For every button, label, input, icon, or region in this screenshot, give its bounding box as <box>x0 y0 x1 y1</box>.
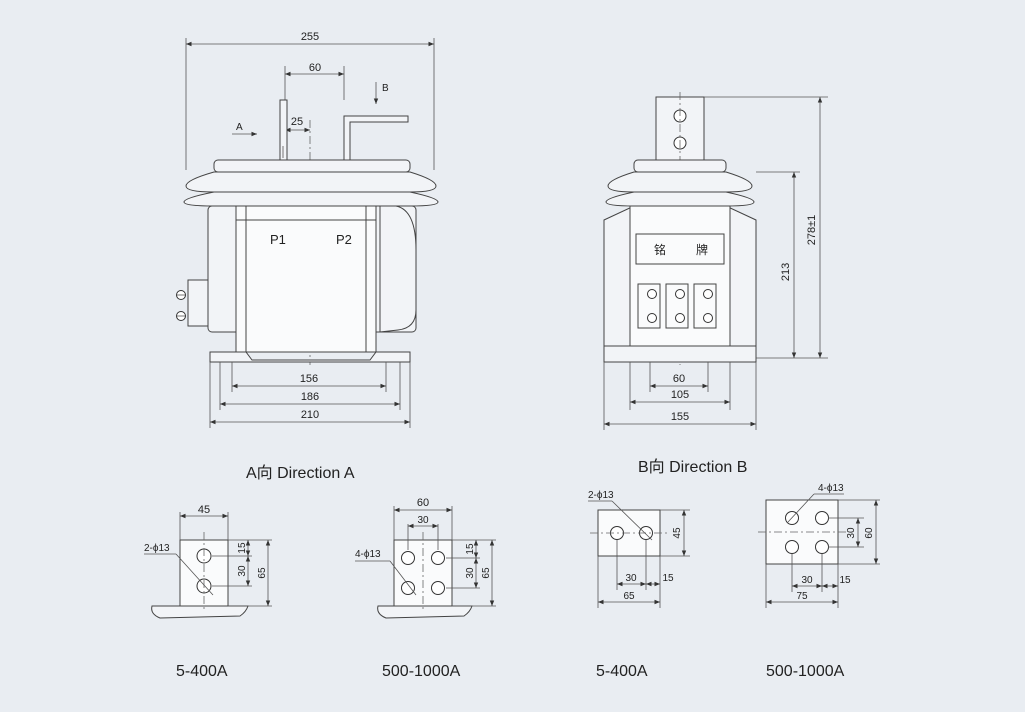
detail-a-500-1000a: 60 30 15 30 65 4-ϕ13 <box>355 497 496 619</box>
detail-label-1: 5-400A <box>176 663 228 680</box>
d2-dim-15: 15 <box>465 543 476 555</box>
d4-dim-75: 75 <box>796 591 808 602</box>
d4-dim-30-vert: 30 <box>846 527 857 539</box>
d2-dim-65: 65 <box>481 567 492 579</box>
d2-dim-30-top: 30 <box>417 515 429 526</box>
caption-direction-a: A向 Direction A <box>246 464 355 482</box>
terminal-label-p1: P1 <box>270 232 286 247</box>
d1-hole-note: 2-ϕ13 <box>144 543 170 554</box>
dim-mount-inner: 156 <box>300 373 318 385</box>
d3-hole-note: 2-ϕ13 <box>588 490 614 501</box>
d4-dim-30: 30 <box>801 575 813 586</box>
d1-dim-65: 65 <box>257 567 268 579</box>
d3-dim-45: 45 <box>672 527 683 539</box>
dim-offset: 25 <box>291 116 303 128</box>
dim-side-mount-outer: 105 <box>671 389 689 401</box>
nameplate-char-2: 牌 <box>696 243 708 257</box>
view-marker-b: B <box>382 83 389 94</box>
dim-side-base-width: 155 <box>671 411 689 423</box>
detail-a-5-400a: 45 15 30 65 2-ϕ13 <box>144 504 272 619</box>
dim-mount-outer: 186 <box>301 391 319 403</box>
dim-side-mount-inner: 60 <box>673 373 685 385</box>
d4-dim-15: 15 <box>839 575 851 586</box>
detail-label-2: 500-1000A <box>382 663 461 680</box>
dim-total-height: 278±1 <box>806 215 818 246</box>
caption-direction-b: B向 Direction B <box>638 458 747 476</box>
view-marker-a: A <box>236 122 243 133</box>
side-view: 铭 牌 213 278±1 60 105 155 <box>603 92 828 430</box>
terminal-label-p2: P2 <box>336 232 352 247</box>
detail-label-3: 5-400A <box>596 663 648 680</box>
detail-label-4: 500-1000A <box>766 663 845 680</box>
dim-base-width: 210 <box>301 409 319 421</box>
nameplate-char-1: 铭 <box>654 242 666 257</box>
d2-dim-60: 60 <box>417 497 429 509</box>
d1-dim-30: 30 <box>237 565 248 577</box>
d4-hole-note: 4-ϕ13 <box>818 483 844 494</box>
detail-b-5-400a: 2-ϕ13 45 30 15 65 <box>588 490 690 608</box>
d4-dim-60: 60 <box>864 527 875 539</box>
dim-overall-width: 255 <box>301 31 319 43</box>
dim-terminal-spacing: 60 <box>309 62 321 74</box>
d1-dim-15: 15 <box>237 542 248 554</box>
d2-hole-note: 4-ϕ13 <box>355 549 381 560</box>
d3-dim-65: 65 <box>623 591 635 602</box>
front-view: 255 60 25 A B P1 P2 <box>176 31 439 428</box>
d3-dim-30: 30 <box>625 573 637 584</box>
dim-body-height: 213 <box>780 263 792 281</box>
d1-dim-width: 45 <box>198 504 210 516</box>
d3-dim-15: 15 <box>662 573 674 584</box>
d2-dim-30: 30 <box>465 567 476 579</box>
detail-b-500-1000a: 4-ϕ13 30 60 30 15 75 <box>758 483 880 608</box>
